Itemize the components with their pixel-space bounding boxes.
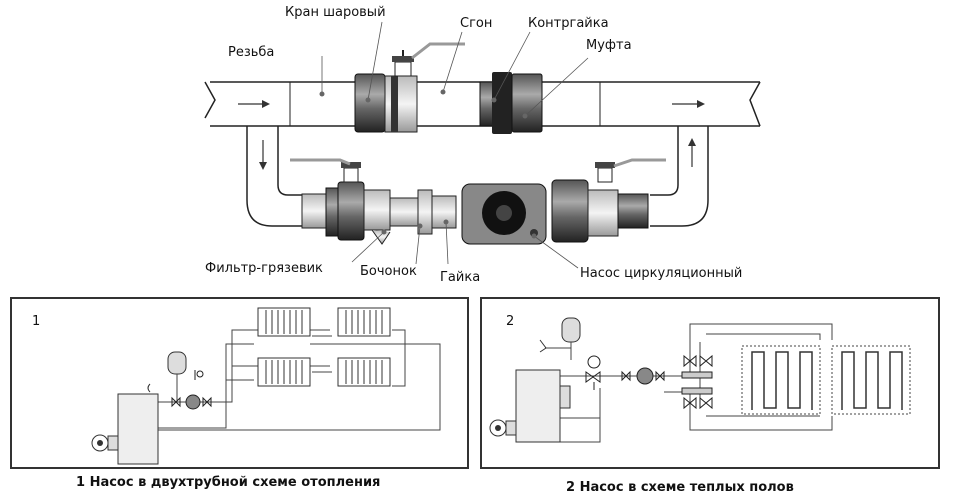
flow-arrow-up <box>688 138 696 167</box>
radiator-top-left <box>257 307 311 337</box>
flow-arrow-out <box>672 100 705 108</box>
panel-underfloor-heating: 2 <box>480 297 940 469</box>
bypass-right-pipe <box>650 126 709 227</box>
ball-valve-label: Кран шаровый <box>285 5 386 20</box>
leader-dots <box>319 89 537 239</box>
barrel-label: Бочонок <box>360 264 417 279</box>
filter-label: Фильтр-грязевик <box>205 261 323 276</box>
main-ball-valve <box>354 42 465 133</box>
panel-1-number: 1 <box>32 314 40 329</box>
bypass-right-valve <box>551 158 666 243</box>
expansion-tank <box>167 351 187 402</box>
circulation-pump-1 <box>171 394 212 410</box>
caption-crop-mask <box>795 472 954 499</box>
coupling-label: Муфта <box>586 38 632 53</box>
filter-strainer <box>363 189 391 245</box>
thread-label: Резьба <box>228 45 274 60</box>
floor-loop-left <box>741 345 821 415</box>
flow-arrow-in <box>238 100 270 108</box>
three-way-mixing-valve <box>585 355 601 390</box>
locknut-label: Контргайка <box>528 16 609 31</box>
leader-lines <box>321 21 589 269</box>
expansion-tank-2 <box>539 317 581 360</box>
boiler-2 <box>489 369 571 443</box>
manifold-valves <box>681 354 713 410</box>
circulation-pump-2 <box>621 367 665 385</box>
safety-group <box>194 370 204 380</box>
nut-label: Гайка <box>440 270 480 285</box>
radiator-bottom-left <box>257 357 311 387</box>
circulation-pump <box>461 183 547 245</box>
barrel-nipple <box>389 189 457 235</box>
bypass-left-valve <box>290 158 365 241</box>
pump-label: Насос циркуляционный <box>580 266 742 281</box>
union-sgon <box>479 72 543 134</box>
boiler-1 <box>91 383 159 465</box>
panel-2-caption: 2 Насос в схеме теплых полов <box>566 480 794 495</box>
sgon-label: Сгон <box>460 16 492 31</box>
radiator-bottom-right <box>337 357 391 387</box>
panel-two-pipe-heating: 1 <box>10 297 469 469</box>
panel-2-number: 2 <box>506 314 514 329</box>
floor-loop-right <box>831 345 911 415</box>
bypass-left-pipe <box>246 126 312 227</box>
radiator-top-right <box>337 307 391 337</box>
bypass-assembly: Кран шаровый Резьба Сгон Контргайка Муфт… <box>204 5 761 285</box>
panel-1-caption: 1 Насос в двухтрубной схеме отопления <box>76 475 380 490</box>
flow-arrow-down <box>259 140 267 170</box>
